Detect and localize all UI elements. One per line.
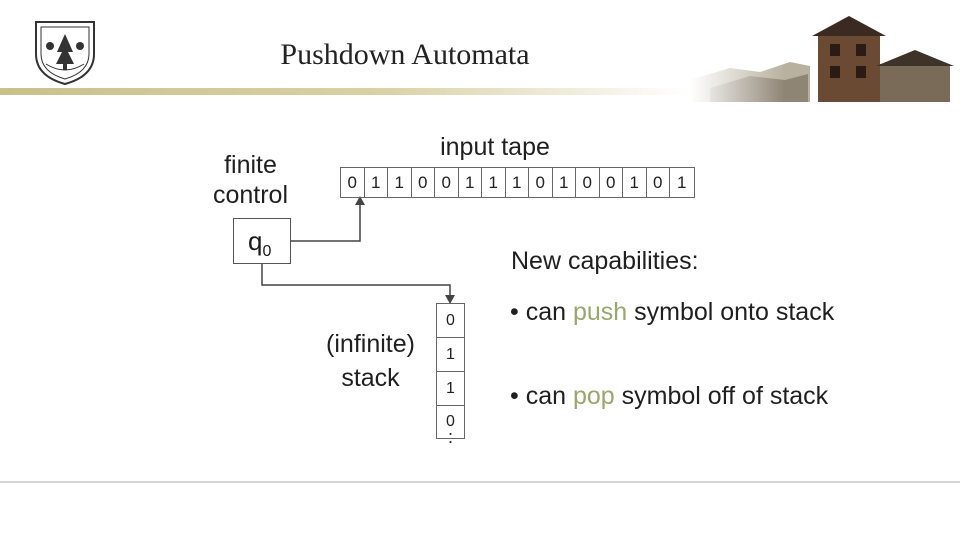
title-rule: [0, 88, 690, 95]
capability-push: • can push symbol onto stack: [510, 295, 840, 329]
stack-cell: 0: [436, 405, 465, 439]
tape-cell: 1: [506, 168, 529, 197]
stack-cell: 0: [436, 303, 465, 337]
stack-label-line2: stack: [341, 364, 400, 392]
tape-cell: 0: [647, 168, 670, 197]
input-tape-label: input tape: [440, 133, 550, 161]
capability-push-post: symbol onto stack: [627, 298, 835, 326]
capabilities-heading: New capabilities:: [511, 247, 699, 275]
tape-cell: 1: [623, 168, 647, 197]
tape-cell: 0: [412, 168, 435, 197]
stack-cell: 1: [436, 371, 465, 405]
stack-continuation: :: [447, 427, 453, 447]
tape-cell: 0: [529, 168, 553, 197]
finite-control-line2: control: [212, 181, 289, 209]
tape-cell: 0: [435, 168, 459, 197]
capability-pop-pre: • can: [510, 382, 573, 410]
stack: 0 1 1 0: [436, 303, 465, 439]
state-symbol: q: [248, 226, 263, 256]
stack-label: (infinite) stack: [318, 327, 423, 395]
tape-cell: 0: [576, 168, 600, 197]
capability-pop: • can pop symbol off of stack: [510, 379, 840, 413]
tape-cell: 1: [482, 168, 506, 197]
tape-cell: 0: [600, 168, 623, 197]
footer-rule: [0, 481, 960, 483]
state-subscript: 0: [262, 243, 272, 261]
capability-pop-post: symbol off of stack: [614, 382, 829, 410]
stack-label-line1: (infinite): [326, 330, 415, 358]
slide-title: Pushdown Automata: [280, 38, 530, 71]
capability-push-keyword: push: [572, 298, 628, 326]
historic-building-photo: [690, 10, 960, 102]
finite-control-line1: finite: [224, 151, 277, 179]
tape-cell: 1: [365, 168, 388, 197]
tape-cell: 0: [341, 168, 365, 197]
tape-cell: 1: [677, 172, 687, 192]
stack-cell: 1: [436, 337, 465, 371]
capability-pop-keyword: pop: [572, 382, 615, 410]
university-seal-icon: [30, 18, 100, 86]
finite-control-label: finite control: [188, 150, 313, 210]
input-tape: 0 1 1 0 0 1 1 1 0 1 0 0 1 0 1: [340, 167, 695, 198]
tape-cell: 1: [553, 168, 576, 197]
state-box: q0: [233, 218, 291, 264]
tape-cell: 1: [388, 168, 412, 197]
tape-cell: 1: [459, 168, 482, 197]
capability-push-pre: • can: [510, 298, 573, 326]
